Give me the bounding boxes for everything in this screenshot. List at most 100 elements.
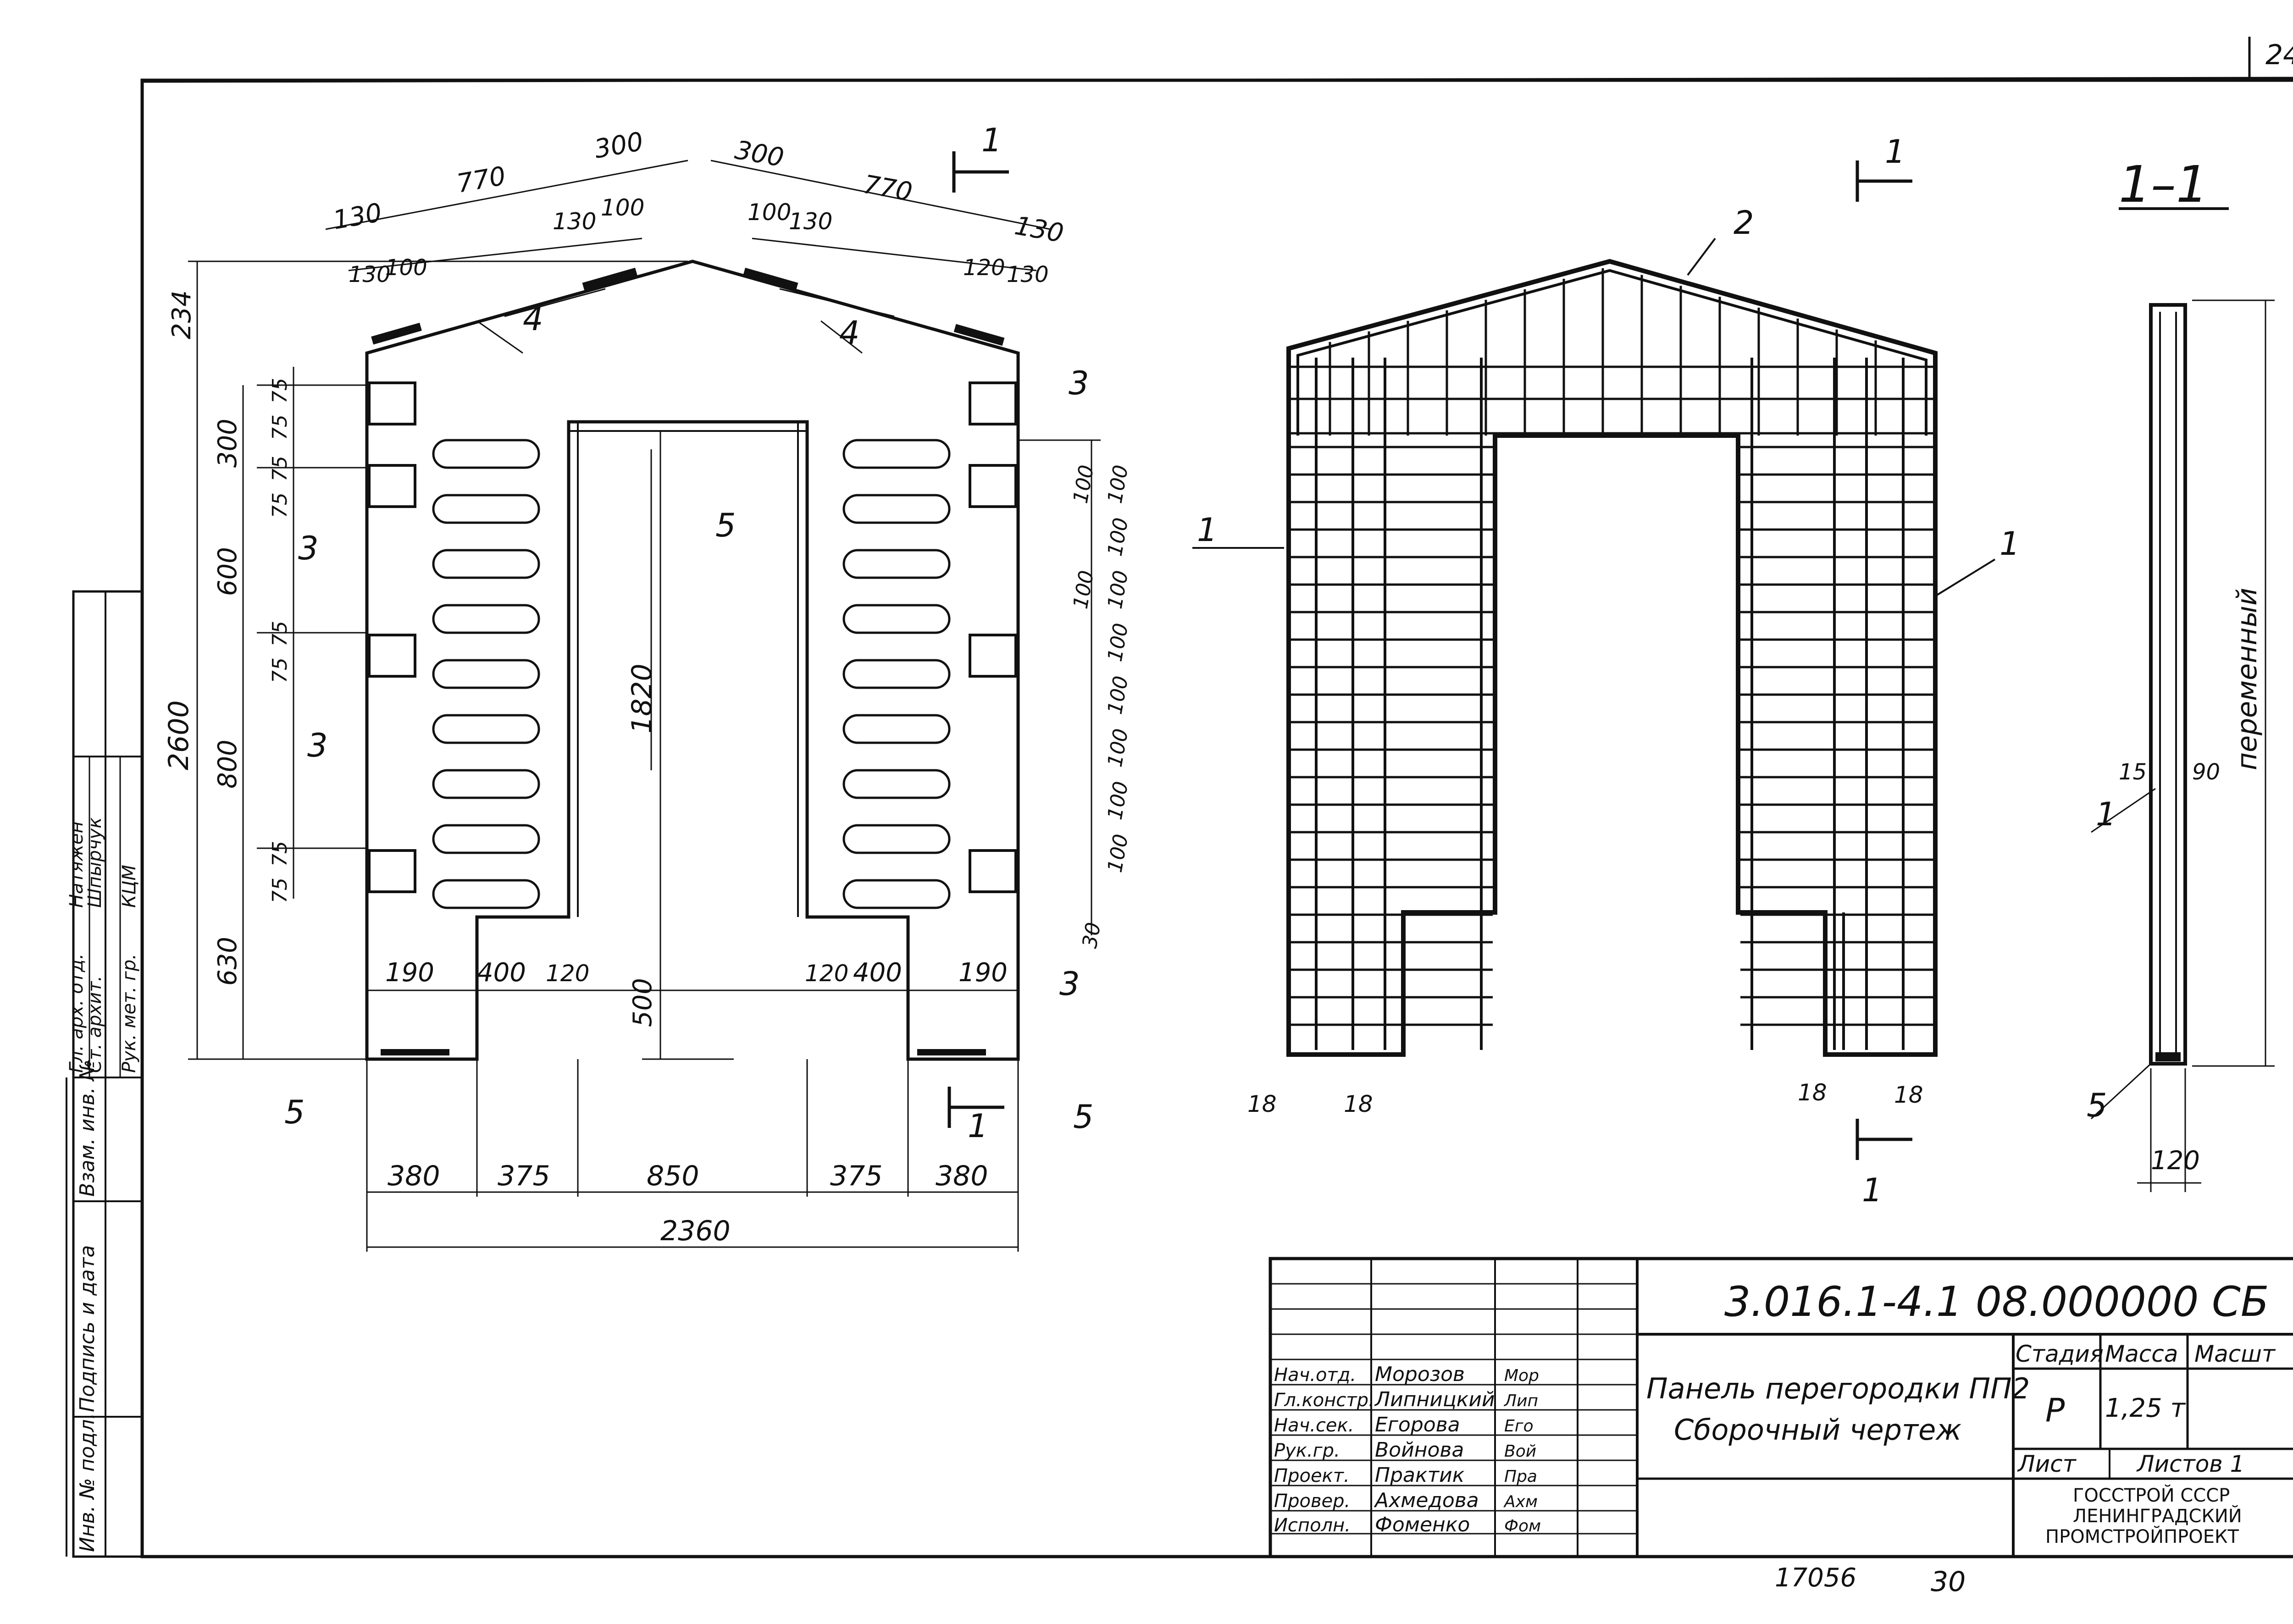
dim-top2-120: 120 <box>963 255 1005 281</box>
dim-right-100-5: 100 <box>1103 674 1133 716</box>
signer-sign-7: Фом <box>1504 1517 1541 1536</box>
dim-left-75-8: 75 <box>268 878 292 903</box>
stamp-col-2: Подпись и дата <box>76 1245 99 1412</box>
stamp-row-3: Рук. мет. гр. <box>119 954 140 1073</box>
dim-inner-400-a: 400 <box>477 958 526 988</box>
signer-name-5: Практик <box>1375 1464 1465 1487</box>
dim-top-130-d: 130 <box>1013 211 1066 249</box>
dim-left-300: 300 <box>213 419 243 468</box>
dim-right-100-6: 100 <box>1103 727 1133 769</box>
section-dim-90: 90 <box>2192 759 2220 785</box>
section-variable-label: переменный <box>2231 588 2263 770</box>
mid-section-markers <box>1855 160 1912 1160</box>
page-number: 24 <box>2265 39 2293 71</box>
left-dimension-lines <box>188 160 1101 1252</box>
dim-bottom-375-b: 375 <box>830 1160 883 1192</box>
signer-role-3: Нач.сек. <box>1274 1415 1354 1436</box>
stamp-name-1: Натяжен <box>66 821 87 908</box>
mid-dim-18-d: 18 <box>1894 1082 1923 1108</box>
section-mark-bottom: 1 <box>968 1107 988 1145</box>
callout-5-left: 5 <box>284 1094 305 1131</box>
scale-label: Масшт <box>2194 1341 2276 1367</box>
mid-dim-18-b: 18 <box>1344 1091 1373 1117</box>
stamp-row-1: Гл. арх. отд. <box>66 954 87 1073</box>
stage-value: Р <box>2045 1392 2065 1429</box>
dim-right-100-7: 100 <box>1103 779 1133 822</box>
dim-left-234: 234 <box>167 290 197 339</box>
left-section-markers <box>947 151 1009 1128</box>
dim-right-100-3: 100 <box>1103 569 1133 611</box>
dim-top-100-a: 100 <box>601 194 644 221</box>
title-block: 3.016.1-4.1 08.000000 СБ Панель перегоро… <box>1268 1257 2293 1558</box>
section-dim-120: 120 <box>2151 1146 2200 1176</box>
dim-right-100-10: 100 <box>1069 569 1099 611</box>
signer-role-2: Гл.констр. <box>1274 1390 1374 1411</box>
dim-top-770-a: 770 <box>454 161 508 199</box>
dim-top-100-b: 100 <box>748 199 791 226</box>
mid-callout-1-right: 1 <box>1999 525 2020 563</box>
dim-top-300-a: 300 <box>592 127 646 165</box>
dim-bottom-375-a: 375 <box>498 1160 550 1192</box>
dim-bottom-380-b: 380 <box>936 1160 988 1192</box>
org-line-3: ПРОМСТРОЙПРОЕКТ <box>2045 1525 2239 1547</box>
dim-inner-120-b: 120 <box>805 960 848 987</box>
edge-plates <box>371 267 1005 1055</box>
section-callout-5: 5 <box>2087 1087 2107 1124</box>
mid-callout-2: 2 <box>1734 204 1754 242</box>
mid-section-top: 1 <box>1885 133 1905 171</box>
stage-label: Стадия <box>2016 1341 2104 1367</box>
signer-role-1: Нач.отд. <box>1274 1364 1356 1386</box>
dim-inner-400-b: 400 <box>853 958 902 988</box>
signer-sign-5: Пра <box>1504 1467 1537 1486</box>
dim-inner-190-a: 190 <box>385 958 434 988</box>
dim-right-100-2: 100 <box>1103 516 1133 558</box>
callout-3-b: 3 <box>307 727 328 764</box>
dim-left-75-2: 75 <box>268 414 292 440</box>
signer-sign-3: Его <box>1504 1417 1534 1436</box>
callout-4-right: 4 <box>839 314 860 352</box>
dim-top2-130: 130 <box>349 262 391 287</box>
dim-top2-130b: 130 <box>1007 262 1049 287</box>
stamp-row-2: Ст. архит. <box>84 976 105 1073</box>
dim-top-130-c: 130 <box>789 208 832 235</box>
signer-name-6: Ахмедова <box>1374 1489 1479 1512</box>
drawing-name-1: Панель перегородки ПП2 <box>1646 1372 2030 1405</box>
mid-callout-1-left: 1 <box>1197 511 1218 549</box>
bottom-note-left: 17056 <box>1775 1563 1856 1593</box>
dim-right-100-1: 100 <box>1103 463 1133 505</box>
signer-name-4: Войнова <box>1375 1438 1464 1462</box>
dim-left-75-5: 75 <box>268 621 292 646</box>
embedded-plates <box>368 381 1017 893</box>
mid-dim-18-a: 18 <box>1247 1091 1277 1117</box>
middle-view: 2 1 1 1 1 18 18 18 18 <box>1192 133 2020 1209</box>
callout-3-c: 3 <box>1069 365 1089 402</box>
dim-left-600: 600 <box>213 547 243 596</box>
section-title: 1–1 <box>2119 155 2208 214</box>
dim-bottom-850: 850 <box>647 1160 699 1192</box>
signer-sign-6: Ахм <box>1503 1492 1538 1511</box>
callout-3-a: 3 <box>298 530 319 567</box>
cage-bars <box>1291 268 1933 1050</box>
drawing-code: 3.016.1-4.1 08.000000 СБ <box>1724 1278 2269 1326</box>
cage-outline <box>1286 259 1938 1057</box>
signer-role-6: Провер. <box>1274 1491 1350 1512</box>
section-dim-15: 15 <box>2119 759 2147 785</box>
dim-top-130-a: 130 <box>331 198 384 236</box>
callout-5-door: 5 <box>715 507 736 544</box>
dim-left-75-7: 75 <box>268 841 292 867</box>
dim-left-2600: 2600 <box>163 700 195 770</box>
dim-inner-120-a: 120 <box>546 960 589 987</box>
stamp-col-1: Взам. инв. № <box>76 1060 99 1197</box>
signer-sign-1: Мор <box>1504 1366 1539 1385</box>
dim-left-75-1: 75 <box>268 378 292 403</box>
dim-top2-100: 100 <box>385 255 427 281</box>
signer-sign-4: Вой <box>1504 1442 1536 1461</box>
dim-inner-1820: 1820 <box>626 663 658 734</box>
section-mark-top: 1 <box>981 122 1002 159</box>
section-view: 1–1 переменный 15 90 120 1 5 <box>2087 155 2275 1192</box>
callout-3-d: 3 <box>1059 965 1080 1003</box>
signer-sign-2: Лип <box>1503 1392 1538 1410</box>
dim-inner-500: 500 <box>628 978 658 1027</box>
dim-right-100-8: 100 <box>1103 832 1133 874</box>
